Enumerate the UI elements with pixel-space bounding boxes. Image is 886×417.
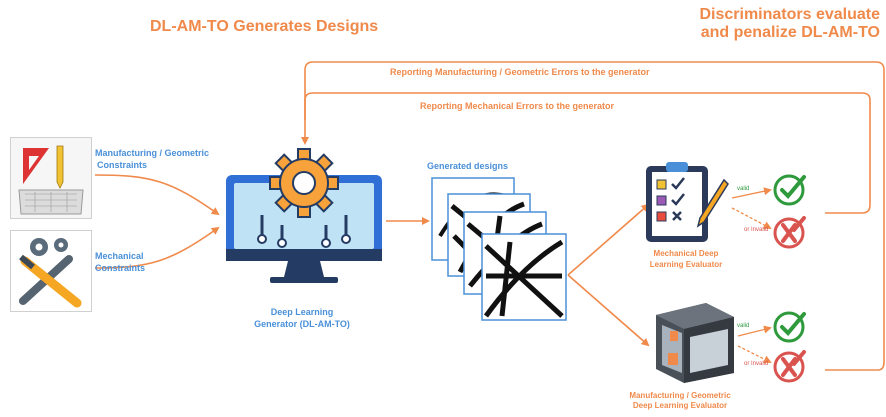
manufacturing-constraints-line1: Manufacturing / Geometric (95, 148, 210, 158)
mfg-valid-check-icon (772, 310, 808, 344)
mechanical-constraints-line2: Constraints (95, 263, 146, 273)
generator-label-line1: Deep Learning (270, 307, 334, 317)
mfg-invalid-x-icon (772, 350, 808, 384)
mech-valid-check-icon (772, 173, 808, 207)
mechanical-feedback-line (304, 92, 871, 214)
generated-designs-label: Generated designs (427, 161, 509, 171)
design-card-4 (481, 233, 567, 321)
left-title: DL-AM-TO Generates Designs (150, 18, 379, 35)
generator-label: Deep Learning Generator (DL-AM-TO) (232, 306, 372, 330)
mech-invalid-arrow (731, 207, 772, 229)
manufacturing-constraints-icon (10, 137, 92, 219)
manufacturing-constraints-label: Manufacturing / Geometric Constraints (95, 147, 209, 171)
mechanical-input-arrow (94, 226, 220, 269)
generated-designs-stack (430, 176, 570, 326)
mechanical-constraints-line1: Mechanical (95, 251, 144, 261)
mech-invalid-label: or Invalid (744, 227, 769, 233)
mech-valid-arrow (731, 187, 772, 199)
manufacturing-evaluator-icon (646, 295, 738, 385)
mechanical-constraints-label: Mechanical Constraints (95, 250, 145, 274)
mech-invalid-x-icon (772, 216, 808, 250)
mfg-invalid-arrow (737, 345, 772, 363)
right-title: Discriminators evaluate and penalize DL-… (676, 6, 880, 42)
mechanical-evaluator-line2: Learning Evaluator (649, 260, 723, 269)
mfg-valid-arrow (737, 325, 772, 337)
manufacturing-evaluator-line2: Deep Learning Evaluator (632, 401, 728, 410)
manufacturing-feedback-label: Reporting Manufacturing / Geometric Erro… (390, 67, 650, 77)
manufacturing-evaluator-label: Manufacturing / Geometric Deep Learning … (610, 391, 750, 411)
designs-to-mechanical-arrow (567, 203, 650, 276)
mechanical-evaluator-icon (642, 160, 732, 246)
mechanical-evaluator-line1: Mechanical Deep (653, 249, 719, 258)
right-title-line2: and penalize DL-AM-TO (700, 24, 880, 41)
manufacturing-feedback-line (301, 61, 885, 371)
mfg-invalid-label: or Invalid (744, 361, 769, 367)
mechanical-feedback-label: Reporting Mechanical Errors to the gener… (420, 101, 615, 111)
manufacturing-input-arrow (94, 174, 220, 216)
generator-label-line2: Generator (DL-AM-TO) (254, 319, 350, 329)
mechanical-evaluator-label: Mechanical Deep Learning Evaluator (626, 248, 746, 270)
designs-to-manufacturing-arrow (567, 274, 650, 347)
generator-monitor-icon (222, 145, 386, 295)
right-title-line1: Discriminators evaluate (699, 6, 880, 23)
manufacturing-evaluator-line1: Manufacturing / Geometric (629, 391, 731, 400)
mech-valid-label: valid (737, 186, 750, 192)
mechanical-constraints-icon (10, 230, 92, 312)
mfg-valid-label: valid (737, 323, 750, 329)
manufacturing-constraints-line2: Constraints (97, 160, 148, 170)
